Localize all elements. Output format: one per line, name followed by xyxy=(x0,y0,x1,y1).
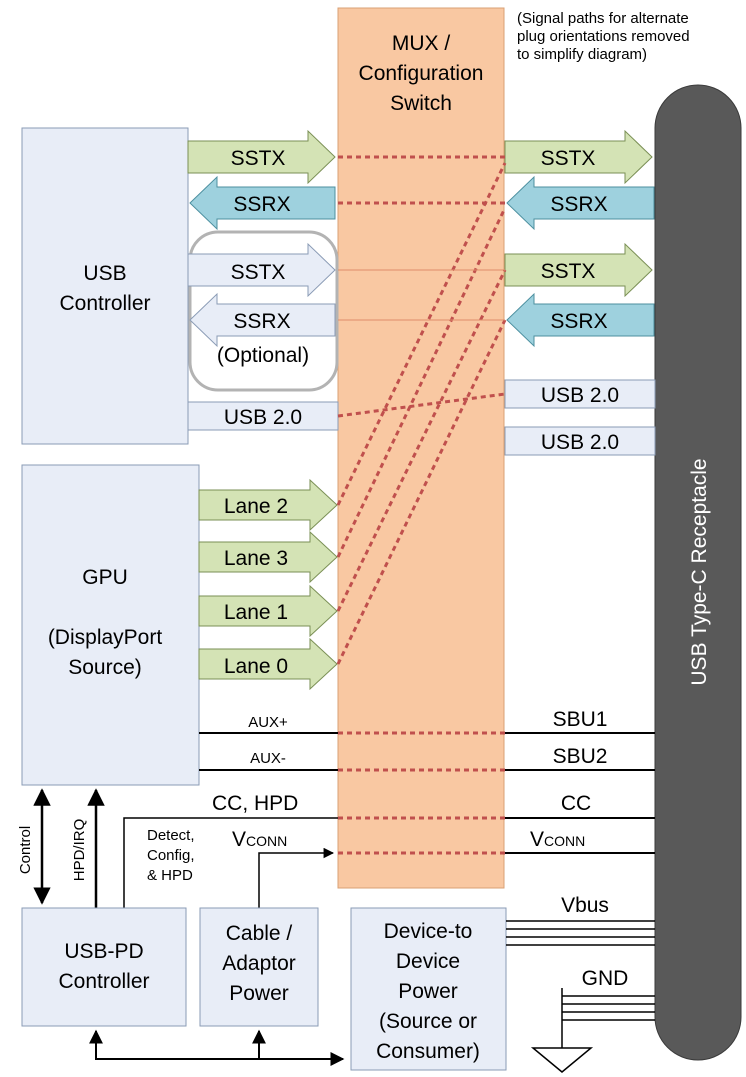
left-sstx-label: SSTX xyxy=(231,147,286,170)
mux-label-line1: MUX / xyxy=(392,32,451,55)
usbpd-label-line2: Controller xyxy=(58,970,149,993)
right-usb2-b-label: USB 2.0 xyxy=(541,431,619,454)
cable-power-box: Cable / Adaptor Power xyxy=(199,907,319,1027)
right-usb2-a-label: USB 2.0 xyxy=(541,384,619,407)
note-line3: to simplify diagram) xyxy=(517,46,647,63)
left-ssrx-label: SSRX xyxy=(233,193,290,216)
hpd-irq-label: HPD/IRQ xyxy=(71,819,88,882)
left-usb2-label: USB 2.0 xyxy=(224,406,302,429)
note-line1: (Signal paths for alternate xyxy=(517,10,689,27)
mux-switch: MUX / Configuration Switch xyxy=(337,7,505,889)
aux-minus-label: AUX- xyxy=(250,750,286,767)
sideband-wires xyxy=(199,732,655,854)
aux-plus-label: AUX+ xyxy=(248,714,288,731)
lane2-arrow: Lane 2 xyxy=(198,478,338,532)
right-sstx2-arrow: SSTX xyxy=(504,242,653,298)
lane3-arrow: Lane 3 xyxy=(198,530,338,584)
device-power-line2: Device xyxy=(396,950,460,973)
gpu-label-line1: GPU xyxy=(82,566,128,589)
right-vconn-label: VCONN xyxy=(530,828,585,851)
optional-paths xyxy=(338,269,505,321)
right-usb2-b: USB 2.0 xyxy=(504,426,656,456)
usb-controller-label-line1: USB xyxy=(83,262,126,285)
mux-label-line3: Switch xyxy=(390,92,452,115)
vbus-label: Vbus xyxy=(561,894,609,917)
right-ssrx1-label: SSRX xyxy=(550,193,607,216)
gnd-label: GND xyxy=(582,967,629,990)
note-line2: plug orientations removed xyxy=(517,28,690,45)
cable-power-line1: Cable / xyxy=(226,922,293,945)
left-sstx-arrow: SSTX xyxy=(187,129,336,185)
path-lane0 xyxy=(336,319,507,665)
sbu1-label: SBU1 xyxy=(553,708,608,731)
cc-hpd-label: CC, HPD xyxy=(212,792,298,815)
right-sstx1-arrow: SSTX xyxy=(504,129,653,185)
lane0-arrow: Lane 0 xyxy=(198,637,338,691)
right-ssrx2-label: SSRX xyxy=(550,310,607,333)
gnd-wires xyxy=(530,988,655,1073)
detect-line1: Detect, xyxy=(147,827,195,844)
device-power-line4: (Source or xyxy=(379,1010,477,1033)
path-usb2 xyxy=(337,392,506,418)
power-bus-wire xyxy=(89,1029,345,1066)
device-power-line5: Consumer) xyxy=(376,1040,480,1063)
right-sstx2-label: SSTX xyxy=(541,260,596,283)
path-lane1 xyxy=(336,269,507,612)
gpu-box: GPU (DisplayPort Source) xyxy=(21,464,200,786)
usbpd-controller-box: USB-PD Controller xyxy=(21,907,187,1027)
usb-typec-receptacle: USB Type-C Receptacle xyxy=(654,84,742,1061)
left-vconn-label: VCONN xyxy=(232,828,287,851)
control-label: Control xyxy=(17,826,34,874)
receptacle-label: USB Type-C Receptacle xyxy=(688,458,711,685)
sbu2-label: SBU2 xyxy=(553,745,608,768)
lane1-arrow: Lane 1 xyxy=(198,584,338,638)
usb-controller-label-line2: Controller xyxy=(59,292,150,315)
optional-label: (Optional) xyxy=(217,344,309,367)
vbus-wires xyxy=(506,920,655,946)
right-cc-label: CC xyxy=(561,792,591,815)
left-ssrx-arrow: SSRX xyxy=(189,175,336,231)
diagram-note: (Signal paths for alternate plug orienta… xyxy=(517,10,690,63)
right-ssrx2-arrow: SSRX xyxy=(506,292,655,348)
lane3-label: Lane 3 xyxy=(224,547,288,570)
detect-line2: Config, xyxy=(147,847,195,864)
right-ssrx1-arrow: SSRX xyxy=(506,175,655,231)
lane0-label: Lane 0 xyxy=(224,655,288,678)
cc-hpd-wire xyxy=(123,817,338,908)
usbpd-label-line1: USB-PD xyxy=(64,940,143,963)
usb-controller-box: USB Controller xyxy=(21,127,189,445)
cable-power-line3: Power xyxy=(229,982,289,1005)
detect-line3: & HPD xyxy=(147,867,193,884)
path-lane2 xyxy=(336,162,507,506)
optional-sstx-label: SSTX xyxy=(231,261,286,284)
path-lane3 xyxy=(336,207,507,558)
gpu-label-line3: (DisplayPort xyxy=(48,626,163,649)
mux-paths xyxy=(336,155,507,855)
lane2-label: Lane 2 xyxy=(224,495,288,518)
optional-ssrx-label: SSRX xyxy=(233,310,290,333)
device-power-box: Device-to Device Power (Source or Consum… xyxy=(350,907,507,1071)
gpu-label-line4: Source) xyxy=(68,656,142,679)
optional-group: SSTX SSRX (Optional) xyxy=(187,230,339,392)
mux-label-line2: Configuration xyxy=(359,62,484,85)
device-power-line3: Power xyxy=(398,980,458,1003)
lane1-label: Lane 1 xyxy=(224,601,288,624)
right-usb2-a: USB 2.0 xyxy=(504,379,656,409)
device-power-line1: Device-to xyxy=(384,920,473,943)
right-sstx1-label: SSTX xyxy=(541,147,596,170)
vconn-wire xyxy=(258,847,335,908)
cable-power-line2: Adaptor xyxy=(222,952,296,975)
left-usb2: USB 2.0 xyxy=(187,401,339,431)
